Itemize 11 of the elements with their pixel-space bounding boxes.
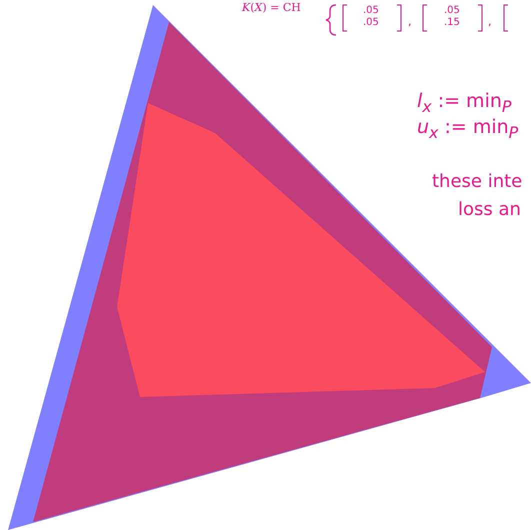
- matrix-entry: .05: [363, 6, 379, 16]
- formula-text: l$_{x}$ := min$_{P}$: [417, 92, 512, 115]
- matrix-entry: .05: [363, 18, 379, 28]
- comma: ,: [488, 16, 492, 27]
- matrix-entry: .15: [444, 18, 460, 28]
- matrix-entry: .05: [444, 6, 460, 16]
- formula-text: u$_{x}$ := min$_{P}$: [417, 118, 518, 141]
- note-text: loss an: [458, 201, 521, 219]
- comma: ,: [408, 16, 412, 27]
- note-text: these inte: [432, 173, 522, 191]
- formula-text: K(X) = CH: [242, 2, 301, 13]
